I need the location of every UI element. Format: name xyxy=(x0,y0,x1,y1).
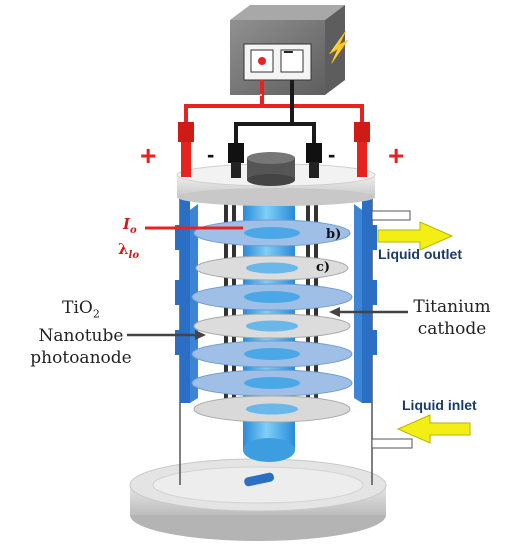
minus-left-label: - xyxy=(207,142,215,167)
tio2-text: TiO xyxy=(62,298,93,318)
cathode-label-line2: cathode xyxy=(417,319,487,339)
wavelength-symbol: λ xyxy=(118,240,129,258)
power-supply xyxy=(230,5,345,95)
wavelength-label: λlo xyxy=(118,240,139,261)
lamp-holder xyxy=(247,152,295,186)
light-intensity-subscript: o xyxy=(130,225,137,236)
flow-arrows xyxy=(377,221,471,444)
reactor-lid xyxy=(176,163,376,206)
tubes xyxy=(371,210,413,449)
label-b: b) xyxy=(326,227,342,242)
photoanode-label: TiO2 Nanotube photoanode xyxy=(6,297,156,369)
base-platform xyxy=(129,458,387,541)
liquid-inlet-label: Liquid inlet xyxy=(402,397,477,413)
plus-right-label: + xyxy=(388,140,405,171)
outlet-arrow xyxy=(377,221,454,251)
liquid-outlet-label: Liquid outlet xyxy=(378,246,462,262)
photoanode-label-line2: Nanotube xyxy=(38,326,124,347)
photoanode-label-line1: TiO2 xyxy=(6,297,156,325)
wavelength-subscript: lo xyxy=(128,250,139,261)
connectors xyxy=(178,122,370,178)
plus-left-label: + xyxy=(140,140,157,171)
cathode-label-line1: Titanium xyxy=(413,297,491,317)
pointer-lines xyxy=(127,307,408,340)
light-intensity-symbol: I xyxy=(123,215,131,233)
photoanode-label-line3: photoanode xyxy=(30,348,132,369)
inlet-arrow xyxy=(396,414,471,444)
tio2-subscript: 2 xyxy=(92,307,100,321)
stir-bar xyxy=(244,472,274,487)
cathode-label: Titanium cathode xyxy=(402,296,502,340)
psu-minus-symbol: − xyxy=(283,42,294,62)
wiring xyxy=(184,80,364,145)
minus-right-label: - xyxy=(328,142,336,167)
label-c: c) xyxy=(316,260,331,275)
light-intensity-label: Io xyxy=(123,215,137,236)
